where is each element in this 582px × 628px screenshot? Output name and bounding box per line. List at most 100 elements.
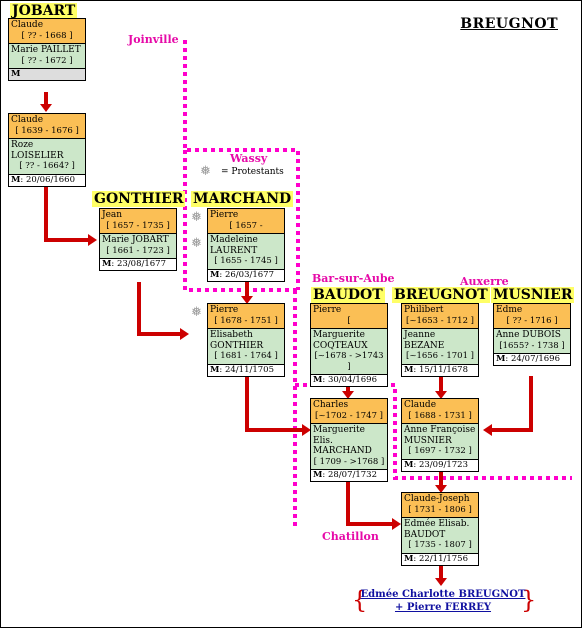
wife-name: Marie JOBART (102, 235, 169, 245)
husband-name: Pierre (313, 305, 342, 315)
wife-dates: [1655? - 1738 ] (499, 340, 565, 351)
husband-dates: [ ?? - 1716 ] (506, 315, 558, 326)
arrowhead (180, 328, 189, 340)
couple-box: Claude[ 1639 - 1676 ] Roze LOISELIER[ ??… (8, 113, 86, 187)
arrowhead (40, 104, 52, 112)
marriage-date: : 23/09/1723 (413, 459, 468, 470)
husband-name: Pierre (210, 210, 239, 220)
link-musnier-claude (490, 376, 533, 432)
place-auxerre: Auxerre (460, 275, 509, 288)
marriage-label: M (210, 364, 220, 375)
arrowhead (392, 518, 401, 530)
wife-name: Elisabeth GONTHIER (210, 330, 264, 351)
husband-dates: [ 1657 - (229, 220, 263, 231)
wife-name: Roze LOISELIER (11, 140, 64, 161)
marriage-date: : 26/03/1677 (219, 269, 274, 280)
wife-dates: [ ?? - 1672 ] (21, 55, 73, 66)
marriage-label: M (313, 470, 323, 480)
arrowhead (241, 296, 253, 304)
cross-icon: ❅ (191, 236, 202, 251)
couple-box: Claude[ 1688 - 1731 ] Anne Françoise MUS… (401, 398, 479, 472)
arrowhead (88, 234, 97, 246)
arrowhead (302, 424, 311, 436)
marriage-date: : 30/04/1696 (322, 375, 377, 385)
arrowhead (342, 391, 354, 399)
husband-dates: [ 1731 - 1806 ] (408, 504, 472, 515)
arrowhead (435, 578, 447, 586)
place-bar-sur-aube: Bar-sur-Aube (312, 272, 395, 285)
couple-box: Pierre[ 1657 - Madeleine LAURENT[ 1655 -… (207, 208, 285, 282)
final-name-link[interactable]: Edmée Charlotte BREUGNOT (360, 589, 526, 600)
final-descendant[interactable]: Edmée Charlotte BREUGNOT + Pierre FERREY (360, 588, 526, 614)
husband-name: Claude (11, 20, 44, 30)
marriage-label: M (404, 459, 414, 470)
wife-dates: [ 1697 - 1732 ] (408, 446, 472, 456)
husband-dates: [ 1639 - 1676 ] (15, 125, 79, 136)
husband-dates: [ 1688 - 1731 ] (408, 410, 472, 421)
couple-box: Jean[ 1657 - 1735 ] Marie JOBART[ 1661 -… (99, 208, 177, 271)
couple-box: Claude[ ?? - 1668 ] Marie PAILLET[ ?? - … (8, 18, 86, 81)
wife-name: Anne Françoise MUSNIER (404, 425, 476, 446)
wife-name: Jeanne BEZANE (404, 330, 445, 351)
marriage-label: M (11, 69, 21, 79)
family-label-musnier: MUSNIER (491, 287, 575, 303)
marriage-date: : 28/07/1732 (322, 470, 377, 480)
link-jobart-gonthier (44, 186, 90, 242)
wife-dates: [ 1655 - 1745 ] (214, 256, 278, 266)
wassy-boundary (183, 150, 298, 292)
wife-dates: [ ?? - 1664? ] (19, 161, 75, 171)
couple-box: Pierre[ 1678 - 1751 ] Elisabeth GONTHIER… (207, 303, 285, 377)
place-wassy: Wassy (230, 152, 268, 165)
couple-box: Pierre [ Marguerite COQTEAUX[~1678 - >174… (310, 303, 388, 387)
husband-name: Claude-Joseph (404, 494, 470, 504)
husband-dates: [ (347, 315, 351, 326)
husband-name: Charles (313, 400, 349, 410)
wife-name: Marie PAILLET (11, 45, 81, 55)
wife-dates: [~1678 - >1743 ] (314, 351, 384, 372)
wife-dates: [~1656 - 1701 ] (406, 351, 474, 361)
couple-box: Claude-Joseph[ 1731 - 1806 ] Edmée Elisa… (401, 492, 479, 566)
wife-name: Marguerite Elis. MARCHAND (313, 425, 372, 456)
husband-name: Claude (11, 115, 44, 125)
chart-title: BREUGNOT (460, 16, 558, 32)
husband-dates: [~1702 - 1747 ] (315, 410, 383, 421)
wife-name: Madeleine LAURENT (210, 235, 258, 256)
husband-dates: [ 1657 - 1735 ] (106, 220, 170, 231)
wife-dates: [ 1735 - 1807 ] (408, 540, 472, 550)
family-label-breugnot: BREUGNOT (392, 287, 490, 303)
marriage-label: M (496, 354, 506, 364)
cross-icon: ❅ (191, 305, 202, 320)
marriage-date: : 24/11/1705 (219, 364, 274, 375)
wife-dates: [ 1709 - >1768 ] (313, 456, 385, 467)
wife-name: Marguerite COQTEAUX (313, 330, 368, 351)
wife-dates: [ 1681 - 1764 ] (214, 351, 278, 361)
family-label-gonthier: GONTHIER (92, 191, 186, 207)
marriage-date: : 22/11/1756 (413, 553, 468, 564)
husband-name: Pierre (210, 305, 239, 315)
cross-icon: ❅ (200, 164, 211, 179)
marriage-label: M (313, 375, 323, 385)
husband-dates: [ 1678 - 1751 ] (214, 315, 278, 326)
marriage-date: : 23/08/1677 (111, 259, 166, 269)
wife-dates: [ 1661 - 1723 ] (106, 245, 170, 256)
family-label-baudot: BAUDOT (311, 287, 385, 303)
husband-name: Philibert (404, 305, 444, 315)
arrowhead (435, 391, 447, 399)
place-joinville: Joinville (128, 33, 179, 46)
lineage-lines (44, 92, 533, 580)
arrowhead (483, 424, 492, 436)
wife-name: Anne DUBOIS (496, 330, 561, 340)
arrowhead (435, 485, 447, 493)
marriage-date: : 20/06/1660 (20, 174, 75, 185)
couple-box: Philibert[~1653 - 1712 ] Jeanne BEZANE[~… (401, 303, 479, 377)
marriage-label: M (404, 553, 414, 564)
marriage-date: : 24/07/1696 (505, 354, 560, 364)
arrowheads (40, 104, 492, 586)
marriage-label: M (404, 364, 414, 375)
place-chatillon: Chatillon (322, 530, 379, 543)
marriage-date: : 15/11/1678 (413, 364, 468, 375)
couple-box: Edme[ ?? - 1716 ] Anne DUBOIS[1655? - 17… (493, 303, 571, 366)
final-spouse-link[interactable]: + Pierre FERREY (394, 602, 492, 613)
left-brace: { (352, 586, 368, 614)
